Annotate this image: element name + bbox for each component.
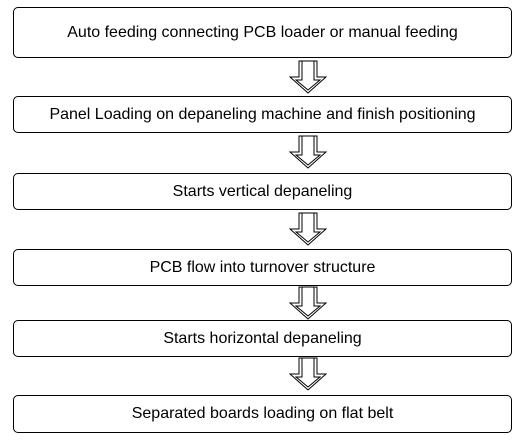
step-label: Panel Loading on depaneling machine and … — [49, 105, 476, 123]
down-arrow-icon — [289, 60, 327, 94]
step-label: Starts horizontal depaneling — [163, 329, 362, 347]
down-arrow-icon — [289, 135, 327, 169]
step-horizontal-depaneling: Starts horizontal depaneling — [13, 320, 512, 357]
step-vertical-depaneling: Starts vertical depaneling — [13, 173, 512, 210]
step-label: Separated boards loading on flat belt — [131, 405, 394, 422]
step-label: PCB flow into turnover structure — [149, 258, 376, 276]
step-label: Auto feeding connecting PCB loader or ma… — [67, 23, 458, 41]
step-turnover-structure: PCB flow into turnover structure — [13, 249, 512, 286]
step-panel-loading: Panel Loading on depaneling machine and … — [13, 96, 512, 133]
step-flat-belt-loading: Separated boards loading on flat belt — [13, 395, 512, 433]
step-auto-feeding: Auto feeding connecting PCB loader or ma… — [13, 7, 512, 58]
down-arrow-icon — [289, 212, 327, 246]
step-label: Starts vertical depaneling — [172, 182, 353, 200]
down-arrow-icon — [289, 286, 327, 320]
down-arrow-icon — [289, 357, 327, 391]
